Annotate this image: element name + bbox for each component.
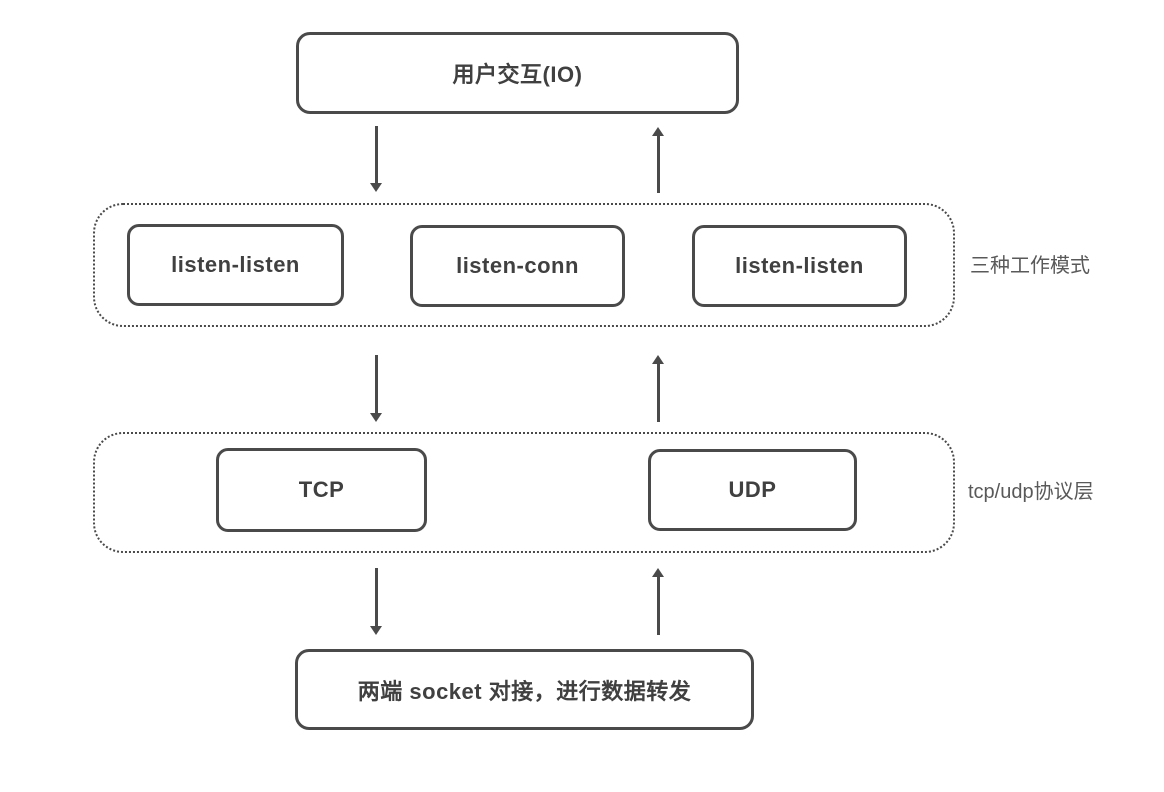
arrow-up-protocol-to-modes-icon xyxy=(657,364,660,422)
label-work-modes: 三种工作模式 xyxy=(970,255,1090,277)
group-protocol-layer xyxy=(93,432,955,553)
arrow-down-io-to-modes-icon xyxy=(375,126,378,183)
group-work-modes xyxy=(93,203,955,327)
node-socket-forwarding: 两端 socket 对接，进行数据转发 xyxy=(295,649,754,730)
node-tcp: TCP xyxy=(216,448,427,532)
arrow-down-protocol-to-socket-icon xyxy=(375,568,378,626)
node-listen-listen-1: listen-listen xyxy=(127,224,344,306)
node-user-io: 用户交互(IO) xyxy=(296,32,739,114)
label-protocol-layer: tcp/udp协议层 xyxy=(968,481,1094,503)
arrow-up-modes-to-io-icon xyxy=(657,136,660,193)
arrow-up-socket-to-protocol-icon xyxy=(657,577,660,635)
node-udp: UDP xyxy=(648,449,857,531)
node-listen-listen-2: listen-listen xyxy=(692,225,907,307)
node-listen-conn: listen-conn xyxy=(410,225,625,307)
arrow-down-modes-to-protocol-icon xyxy=(375,355,378,413)
